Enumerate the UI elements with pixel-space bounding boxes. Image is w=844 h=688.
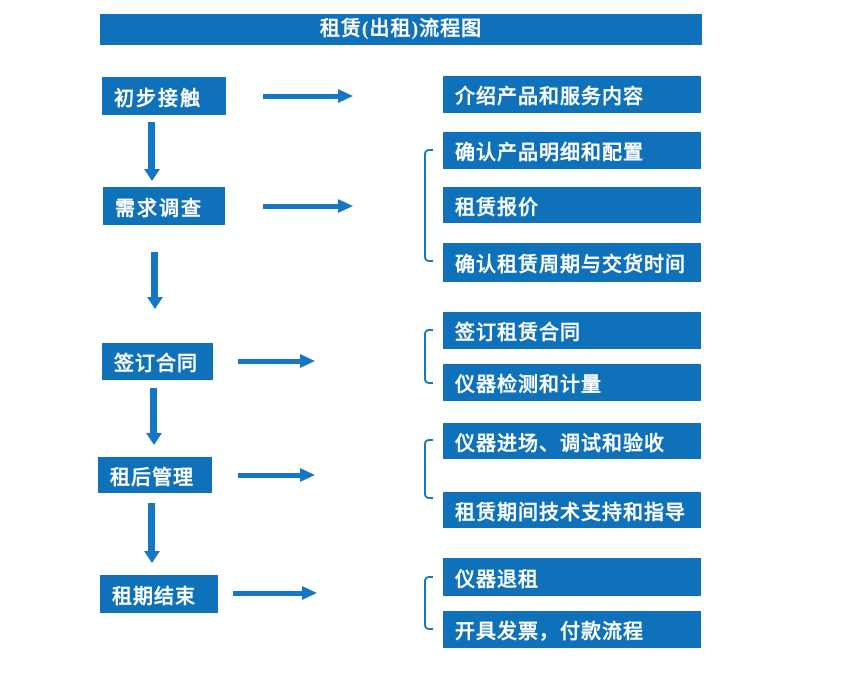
stage-box-initial-contact: 初步接触 xyxy=(102,77,226,115)
arrow-head xyxy=(338,199,353,213)
arrow-shaft xyxy=(150,388,157,434)
group-bracket xyxy=(424,149,433,262)
arrow-shaft xyxy=(263,204,340,209)
arrow-down-icon xyxy=(144,122,160,181)
arrow-right-icon xyxy=(263,89,353,103)
output-box-instrument-testing-metering: 仪器检测和计量 xyxy=(443,364,701,401)
arrow-down-icon xyxy=(146,388,162,445)
arrow-shaft xyxy=(238,473,302,478)
group-bracket xyxy=(424,439,433,499)
arrow-shaft xyxy=(148,122,155,170)
arrow-shaft xyxy=(151,252,158,298)
arrow-shaft xyxy=(263,94,340,99)
arrow-right-icon xyxy=(238,354,315,368)
arrow-right-icon xyxy=(233,586,317,600)
arrow-head xyxy=(144,169,160,181)
output-box-confirm-product-details: 确认产品明细和配置 xyxy=(443,132,701,169)
arrow-shaft xyxy=(148,503,155,552)
stage-box-demand-survey: 需求调查 xyxy=(103,187,225,225)
arrow-down-icon xyxy=(147,252,163,309)
stage-box-post-rental-management: 租后管理 xyxy=(98,457,212,493)
arrow-head xyxy=(300,354,315,368)
stage-box-sign-contract: 签订合同 xyxy=(102,343,213,380)
group-bracket xyxy=(424,329,433,384)
arrow-down-icon xyxy=(144,503,160,563)
output-box-confirm-period-delivery: 确认租赁周期与交货时间 xyxy=(443,243,701,282)
arrow-right-icon xyxy=(238,468,315,482)
stage-box-rental-end: 租期结束 xyxy=(100,575,218,613)
output-box-rental-tech-support: 租赁期间技术支持和指导 xyxy=(443,492,701,528)
arrow-right-icon xyxy=(263,199,353,213)
arrow-head xyxy=(302,586,317,600)
page-title: 租赁(出租)流程图 xyxy=(100,14,702,45)
arrow-shaft xyxy=(233,591,304,596)
arrow-head xyxy=(300,468,315,482)
output-box-instrument-return: 仪器退租 xyxy=(443,558,701,596)
arrow-head xyxy=(338,89,353,103)
arrow-shaft xyxy=(238,359,302,364)
output-box-rental-quote: 租赁报价 xyxy=(443,187,701,223)
output-box-invoice-payment: 开具发票，付款流程 xyxy=(443,611,701,648)
output-box-sign-rental-contract: 签订租赁合同 xyxy=(443,312,701,349)
output-box-intro-products-services: 介绍产品和服务内容 xyxy=(443,76,701,113)
arrow-head xyxy=(144,551,160,563)
arrow-head xyxy=(147,297,163,309)
output-box-instrument-arrival-acceptance: 仪器进场、调试和验收 xyxy=(443,423,701,459)
arrow-head xyxy=(146,433,162,445)
group-bracket xyxy=(424,576,433,630)
